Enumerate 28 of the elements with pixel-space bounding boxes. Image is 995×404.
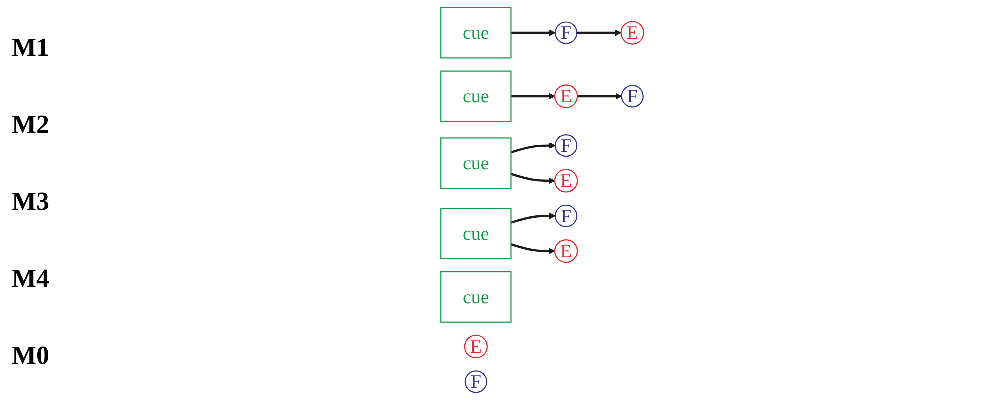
node-box: cue — [440, 70, 512, 122]
node-circle: F — [621, 85, 644, 108]
model-label: M4 — [12, 264, 51, 294]
node-circle: F — [555, 22, 578, 44]
node-box: cue — [440, 138, 512, 190]
node-circle: F — [464, 370, 488, 394]
arrow — [511, 93, 556, 100]
node-circle: E — [554, 169, 578, 193]
model-label: M2 — [12, 110, 51, 140]
arrow — [510, 173, 556, 184]
model-label: M0 — [12, 340, 51, 371]
arrow — [510, 142, 556, 154]
node-box: cue — [440, 7, 512, 59]
node-circle: F — [555, 204, 578, 228]
node-circle: F — [555, 134, 578, 158]
node-circle: E — [554, 84, 578, 108]
model-label: M1 — [12, 33, 51, 64]
model-label: M3 — [12, 186, 51, 217]
arrow — [510, 212, 556, 224]
node-box: cue — [440, 208, 512, 260]
node-circle: E — [554, 239, 578, 264]
arrow — [511, 30, 556, 36]
node-box: cue — [440, 271, 512, 323]
arrow — [510, 243, 556, 254]
node-circle: E — [464, 334, 488, 359]
node-circle: E — [620, 21, 644, 45]
arrow — [578, 93, 622, 100]
arrow — [577, 30, 622, 36]
